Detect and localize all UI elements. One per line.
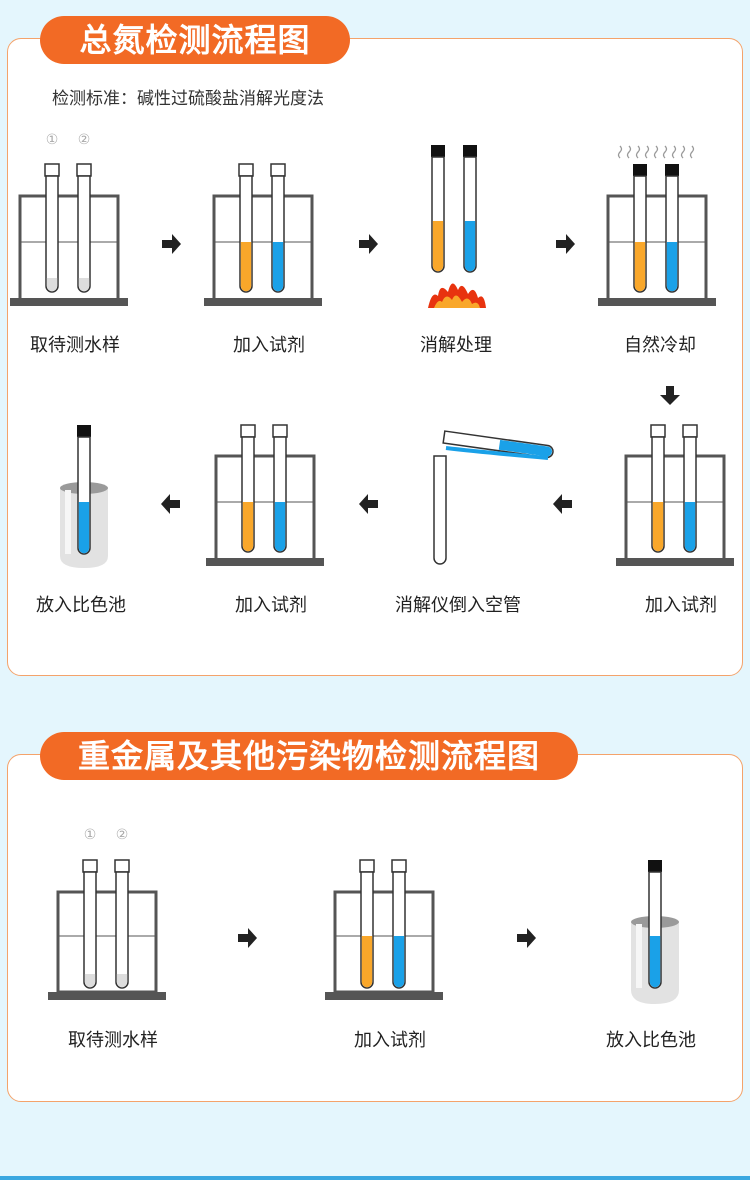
rack-sample-step: ① ② bbox=[10, 132, 128, 306]
step-label-digestion: 消解处理 bbox=[420, 335, 492, 356]
pour-step bbox=[433, 430, 554, 565]
heavy-metal-panel bbox=[7, 754, 743, 1102]
arrow-right-icon bbox=[517, 928, 536, 948]
bottom-bar bbox=[0, 1176, 750, 1180]
test-tube-1 bbox=[82, 859, 98, 989]
test-tube-orange bbox=[238, 163, 254, 293]
arrow-left-icon bbox=[553, 494, 572, 514]
heavy-metal-title: 重金属及其他污染物检测流程图 bbox=[40, 732, 578, 780]
cuvette-step bbox=[60, 425, 108, 568]
test-tube-1 bbox=[44, 163, 60, 293]
arrow-right-icon bbox=[162, 234, 181, 254]
rack-reagent-step bbox=[204, 163, 322, 306]
step-label-cooling: 自然冷却 bbox=[624, 335, 696, 356]
step-label-add-reagent-2: 加入试剂 bbox=[645, 595, 717, 616]
tube-marker-2: ② bbox=[116, 827, 129, 843]
digestion-step bbox=[428, 145, 486, 308]
step-label-cuvette: 放入比色池 bbox=[606, 1030, 696, 1051]
rack-sample-step: ① ② bbox=[48, 827, 166, 1000]
total-nitrogen-title: 总氮检测流程图 bbox=[40, 16, 350, 64]
test-tube-blue bbox=[270, 163, 286, 293]
test-tube-blue bbox=[463, 145, 477, 273]
empty-test-tube bbox=[433, 455, 447, 565]
test-tube-orange bbox=[633, 164, 647, 293]
test-tube-blue bbox=[648, 860, 662, 989]
arrow-left-icon bbox=[359, 494, 378, 514]
step-label-pour: 消解仪倒入空管 bbox=[395, 595, 521, 616]
tube-marker-1: ① bbox=[46, 132, 59, 148]
tube-marker-2: ② bbox=[78, 132, 91, 148]
test-tube-blue bbox=[391, 859, 407, 989]
step-label-add-reagent: 加入试剂 bbox=[233, 335, 305, 356]
total-nitrogen-panel bbox=[7, 38, 743, 676]
tube-marker-1: ① bbox=[84, 827, 97, 843]
test-tube-orange bbox=[431, 145, 445, 273]
test-tube-orange bbox=[359, 859, 375, 989]
test-tube-orange bbox=[650, 424, 666, 553]
test-tube-2 bbox=[114, 859, 130, 989]
arrow-left-icon bbox=[161, 494, 180, 514]
test-tube-orange bbox=[240, 424, 256, 553]
step-label-add-reagent: 加入试剂 bbox=[354, 1030, 426, 1051]
rack-reagent-step-2 bbox=[616, 424, 734, 566]
arrow-right-icon bbox=[556, 234, 575, 254]
arrow-right-icon bbox=[238, 928, 257, 948]
cuvette-step bbox=[631, 860, 679, 1004]
step-label-sample: 取待测水样 bbox=[30, 335, 120, 356]
detection-standard: 检测标准：碱性过硫酸盐消解光度法 bbox=[52, 89, 324, 109]
test-tube-blue bbox=[665, 164, 679, 293]
test-tube-blue bbox=[77, 425, 91, 555]
test-tube-blue bbox=[682, 424, 698, 553]
cooling-step bbox=[598, 145, 716, 306]
test-tube-2 bbox=[76, 163, 92, 293]
arrow-down-icon bbox=[660, 386, 680, 405]
flame-icon bbox=[428, 283, 486, 308]
rack-reagent-step-3 bbox=[206, 424, 324, 566]
steam-icon bbox=[617, 145, 695, 159]
step-label-cuvette: 放入比色池 bbox=[36, 595, 126, 616]
step-label-sample: 取待测水样 bbox=[68, 1030, 158, 1051]
step-label-add-reagent-3: 加入试剂 bbox=[235, 595, 307, 616]
rack-reagent-step bbox=[325, 859, 443, 1000]
test-tube-blue bbox=[272, 424, 288, 553]
arrow-right-icon bbox=[359, 234, 378, 254]
